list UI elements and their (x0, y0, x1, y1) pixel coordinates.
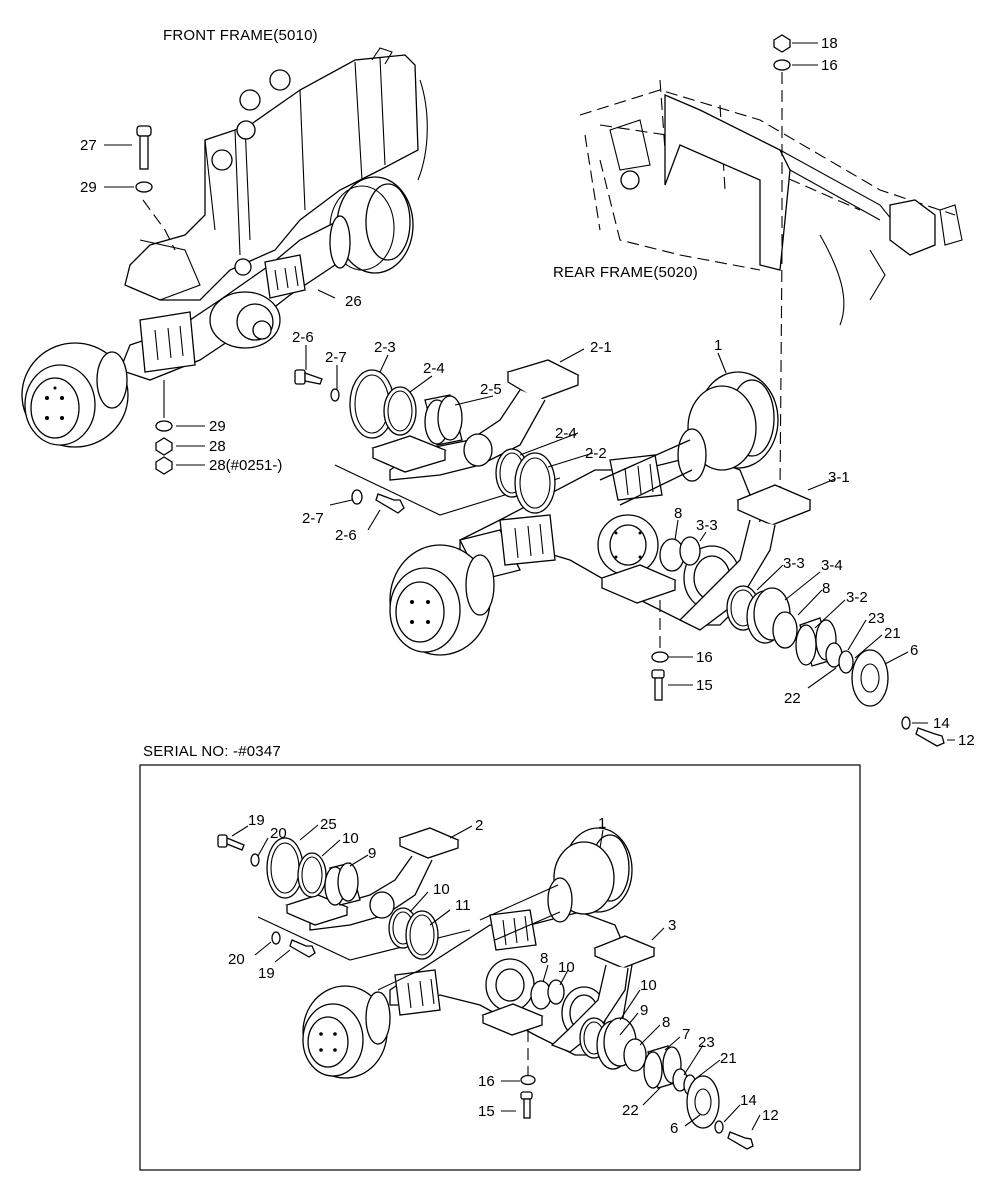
label-2-1: 2-1 (590, 339, 612, 356)
washer-29-icon (135, 181, 153, 193)
label-27: 27 (80, 137, 97, 154)
label-28b: 28(#0251-) (209, 457, 282, 474)
label-2-3: 2-3 (374, 339, 396, 356)
label-16c: 16 (478, 1073, 495, 1090)
label-19: 19 (248, 812, 265, 829)
front-frame-drawing (124, 47, 428, 301)
nut-28b-icon (155, 456, 173, 475)
top-exploded-parts (294, 369, 945, 747)
label-2: 2 (475, 817, 483, 834)
label-2-7: 2-7 (325, 349, 347, 366)
label-10d: 10 (640, 977, 657, 994)
label-6b: 6 (670, 1120, 678, 1137)
nut-28-icon (155, 437, 173, 456)
washer-29b-icon (155, 420, 173, 432)
label-9: 9 (368, 845, 376, 862)
label-2-4: 2-4 (423, 360, 445, 377)
label-8d: 8 (662, 1014, 670, 1031)
bottom-axle-drawing (257, 827, 656, 1079)
label-12b: 12 (762, 1107, 779, 1124)
label-3-2: 3-2 (846, 589, 868, 606)
label-25: 25 (320, 816, 337, 833)
label-18: 18 (821, 35, 838, 52)
label-22b: 22 (622, 1102, 639, 1119)
label-20b: 20 (228, 951, 245, 968)
front-axle-drawing (21, 176, 414, 448)
label-10: 10 (342, 830, 359, 847)
label-1: 1 (714, 337, 722, 354)
label-2-4b: 2-4 (555, 425, 577, 442)
label-1b: 1 (598, 815, 606, 832)
rear-frame-title: REAR FRAME(5020) (553, 264, 698, 281)
serial-detail-box (139, 764, 861, 1171)
washer-16-icon (773, 59, 791, 71)
label-15b: 15 (478, 1103, 495, 1120)
label-9b: 9 (640, 1002, 648, 1019)
label-29: 29 (80, 179, 97, 196)
bolt-27-icon (136, 125, 152, 170)
label-16b: 16 (696, 649, 713, 666)
rear-frame-drawing (579, 79, 963, 326)
label-23b: 23 (698, 1034, 715, 1051)
label-16: 16 (821, 57, 838, 74)
rear-axle-drawing (334, 359, 812, 656)
label-6: 6 (910, 642, 918, 659)
label-7: 7 (682, 1026, 690, 1043)
label-19b: 19 (258, 965, 275, 982)
serial-no-title: SERIAL NO: -#0347 (143, 743, 281, 760)
label-12: 12 (958, 732, 975, 749)
label-14: 14 (933, 715, 950, 732)
bottom-exploded-parts (217, 834, 754, 1150)
label-8c: 8 (540, 950, 548, 967)
label-3-4: 3-4 (821, 557, 843, 574)
label-21b: 21 (720, 1050, 737, 1067)
label-15: 15 (696, 677, 713, 694)
label-2-2: 2-2 (585, 445, 607, 462)
label-29b: 29 (209, 418, 226, 435)
label-2-6: 2-6 (292, 329, 314, 346)
label-10b: 10 (433, 881, 450, 898)
label-14b: 14 (740, 1092, 757, 1109)
label-2-7b: 2-7 (302, 510, 324, 527)
label-26: 26 (345, 293, 362, 310)
label-3-3b: 3-3 (783, 555, 805, 572)
label-20: 20 (270, 825, 287, 842)
label-2-6b: 2-6 (335, 527, 357, 544)
label-28: 28 (209, 438, 226, 455)
label-21: 21 (884, 625, 901, 642)
label-3-3: 3-3 (696, 517, 718, 534)
label-22: 22 (784, 690, 801, 707)
label-3: 3 (668, 917, 676, 934)
label-3-1: 3-1 (828, 469, 850, 486)
nut-18-icon (773, 34, 791, 53)
label-23: 23 (868, 610, 885, 627)
label-11: 11 (455, 897, 471, 914)
label-8b: 8 (822, 580, 830, 597)
label-2-5: 2-5 (480, 381, 502, 398)
label-10c: 10 (558, 959, 575, 976)
front-frame-title: FRONT FRAME(5010) (163, 27, 318, 44)
label-8: 8 (674, 505, 682, 522)
